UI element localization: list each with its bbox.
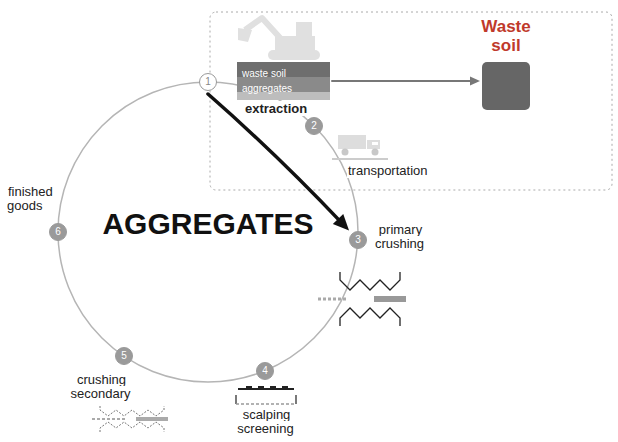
waste-soil-box: Waste soil	[482, 62, 530, 110]
step-label: transportation	[347, 164, 439, 178]
screening-symbol	[236, 386, 296, 404]
step-number: 3	[350, 234, 366, 246]
step-label: finished goods	[7, 185, 69, 213]
step-number: 6	[50, 226, 66, 238]
step-circle: 4scalping screening	[256, 362, 274, 380]
step-label: extraction	[244, 102, 324, 116]
strata-layer: waste soil	[237, 62, 330, 77]
box-heading: Waste soil	[474, 17, 538, 56]
extraction-panel	[210, 12, 612, 190]
step-number: 5	[116, 350, 132, 362]
truck-icon	[332, 135, 388, 159]
excavator-icon	[238, 18, 320, 60]
step-circle: 1extraction	[199, 73, 217, 91]
step-number: 4	[257, 365, 273, 377]
step-label: primary crushing	[367, 223, 433, 251]
connector	[332, 80, 472, 82]
step-circle: 5crushing secondary	[115, 347, 133, 365]
step-number: 1	[200, 76, 216, 88]
step-circle: 2transportation	[305, 117, 323, 135]
secondary-crusher-symbol	[92, 406, 168, 432]
step-number: 2	[306, 120, 322, 132]
layer-label: waste soil	[242, 67, 286, 80]
step-label: scalping screening	[226, 408, 306, 436]
cycle-ring	[58, 82, 358, 382]
primary-crusher-symbol	[318, 272, 406, 326]
connector	[208, 94, 342, 224]
strata-layer: aggregates	[237, 77, 330, 92]
step-circle: 6finished goods	[49, 223, 67, 241]
strata-band: waste soil aggregates	[237, 62, 330, 100]
step-circle: 3primary crushing	[349, 231, 367, 249]
step-label: crushing secondary	[61, 373, 141, 401]
layer-label: aggregates	[242, 82, 292, 95]
center-title: AGGREGATES	[102, 207, 313, 242]
arrowhead	[333, 214, 349, 231]
arrowhead	[470, 77, 480, 86]
